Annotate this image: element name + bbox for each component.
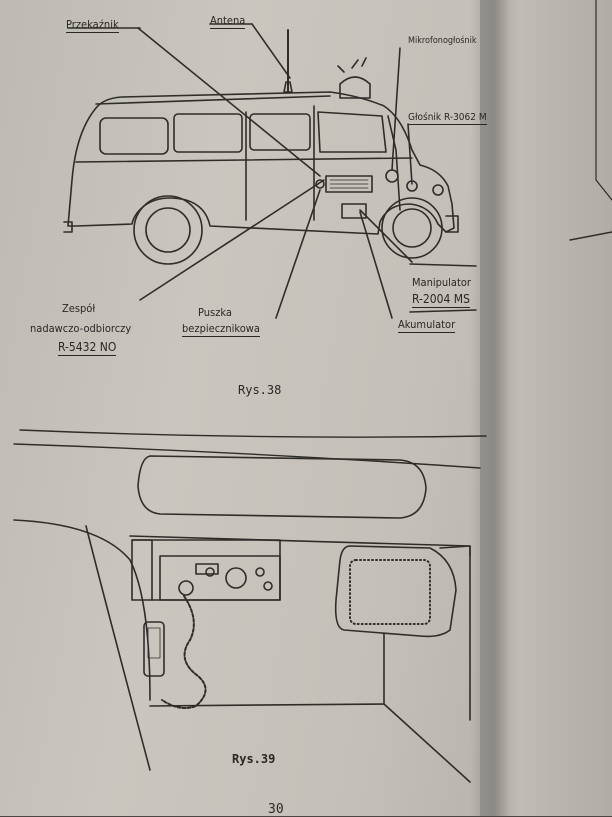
label-mikrofon: Mikrofonogłośnik xyxy=(408,36,477,46)
van-drawing xyxy=(63,23,477,319)
label-manipulator-1: Manipulator xyxy=(412,276,471,289)
figure-38-caption: Rys.38 xyxy=(238,383,282,397)
facing-page xyxy=(480,0,612,816)
label-puszka-1: Puszka xyxy=(198,306,232,319)
book-page xyxy=(0,0,562,816)
dashboard-drawing xyxy=(13,429,487,783)
label-przekaznik: Przekaźnik xyxy=(66,18,119,33)
figure-39-caption: Rys.39 xyxy=(232,752,276,766)
label-puszka-2: bezpiecznikowa xyxy=(182,322,260,337)
page-number: 30 xyxy=(268,802,284,817)
label-manipulator-2: R-2004 MS xyxy=(412,292,470,308)
label-antena: Antena xyxy=(210,14,246,29)
label-glosnik: Głośnik R-3062 M xyxy=(408,112,487,125)
label-zespol-3: R-5432 NO xyxy=(58,340,117,356)
label-akumulator: Akumulator xyxy=(398,318,456,333)
spine-shadow xyxy=(470,0,510,816)
label-zespol-1: Zespół xyxy=(62,302,96,315)
label-zespol-2: nadawczo-odbiorczy xyxy=(30,322,132,335)
